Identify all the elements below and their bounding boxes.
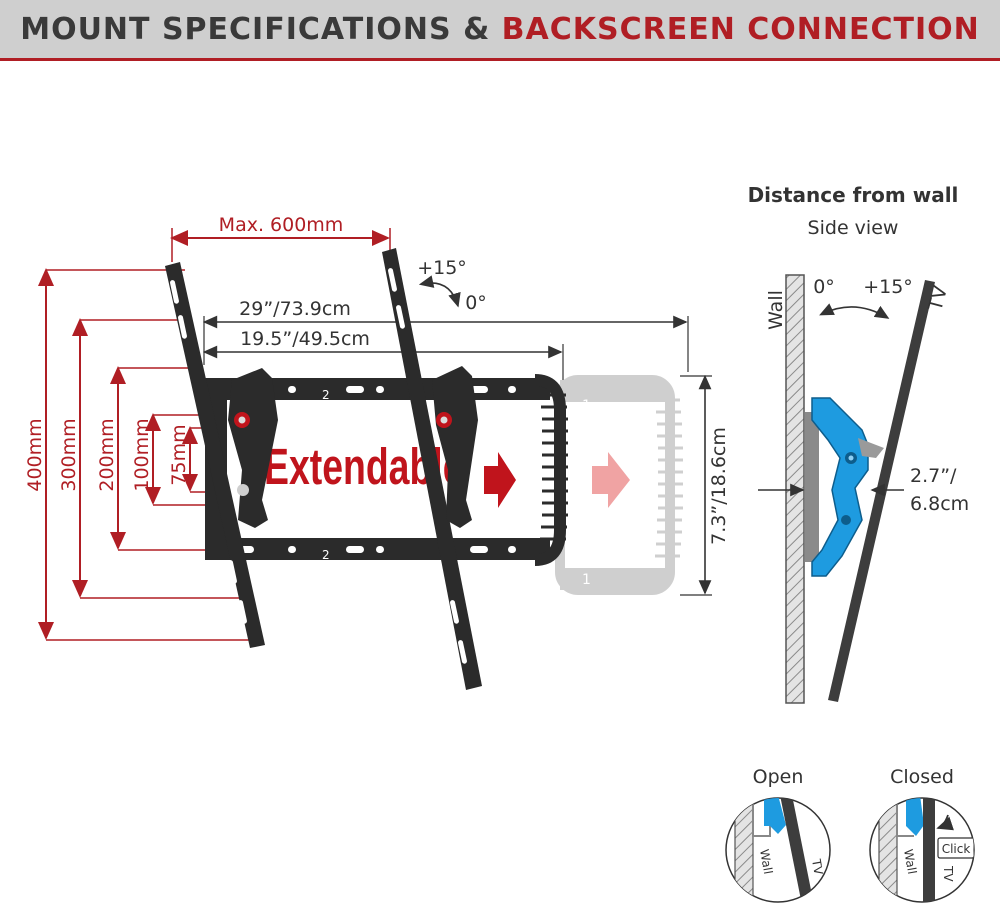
side-angle-zero: 0° [813,276,835,298]
click-label: Click [942,842,971,856]
vesa-label-100: 100mm [131,418,153,491]
plate-width-dimensions: 29”/73.9cm 19.5”/49.5cm 7.3”/18.6cm [202,298,730,596]
ghost-number-top: 1 [582,398,591,414]
right-tv-rail [382,248,482,690]
plate-number-bottom: 2 [322,548,330,562]
ghost-extended-plate: 1 1 [555,375,683,595]
header-bar: MOUNT SPECIFICATIONS & BACKSCREEN CONNEC… [0,0,1000,61]
page-title: MOUNT SPECIFICATIONS & BACKSCREEN CONNEC… [20,12,980,47]
side-view-title: Distance from wall [748,183,959,207]
distance-line-2: 6.8cm [910,493,969,515]
closed-label: Closed [890,766,954,788]
extend-arrow-ghost-icon [592,452,630,508]
tilt-zero-label: 0° [465,292,487,314]
max-width-label: Max. 600mm [219,214,344,236]
vesa-dimensions: 400mm 300mm 200mm 100mm 75mm [24,268,250,641]
title-part-1: MOUNT SPECIFICATIONS & [20,11,502,47]
ghost-number-bottom: 1 [582,572,591,588]
open-wall-label: Wall [757,848,775,875]
side-view: Distance from wall Side view Wall 0° +15… [748,183,969,704]
plate-number-top: 2 [322,388,330,402]
side-angle-plus: +15° [863,276,913,298]
wall-plate-profile [805,412,819,562]
wall-label: Wall [765,290,787,330]
connection-closed: Closed Click Wall TV [869,766,975,903]
vesa-label-400: 400mm [24,418,46,491]
side-view-subtitle: Side view [808,217,899,239]
vesa-label-200: 200mm [96,418,118,491]
inner-width-label: 19.5”/49.5cm [240,328,370,350]
left-tv-rail [165,262,278,648]
outer-width-label: 29”/73.9cm [239,298,351,320]
open-label: Open [753,766,804,788]
height-label: 7.3”/18.6cm [708,427,730,545]
connection-open: Open Wall TV [725,766,831,903]
tilt-plus-label: +15° [417,257,467,279]
vesa-label-75: 75mm [168,424,190,485]
tilt-indicator: +15° 0° [417,257,487,314]
vesa-label-300: 300mm [58,418,80,491]
wall-section [785,274,805,704]
open-tv-label: TV [809,857,826,876]
max-width-dimension: Max. 600mm [170,214,391,262]
distance-line-1: 2.7”/ [910,465,957,487]
blue-bracket [811,397,869,577]
closed-tv-label: TV [941,865,955,882]
extend-arrow-icon [484,452,516,508]
closed-wall-label: Wall [901,848,919,875]
title-part-2: BACKSCREEN CONNECTION [501,11,980,47]
